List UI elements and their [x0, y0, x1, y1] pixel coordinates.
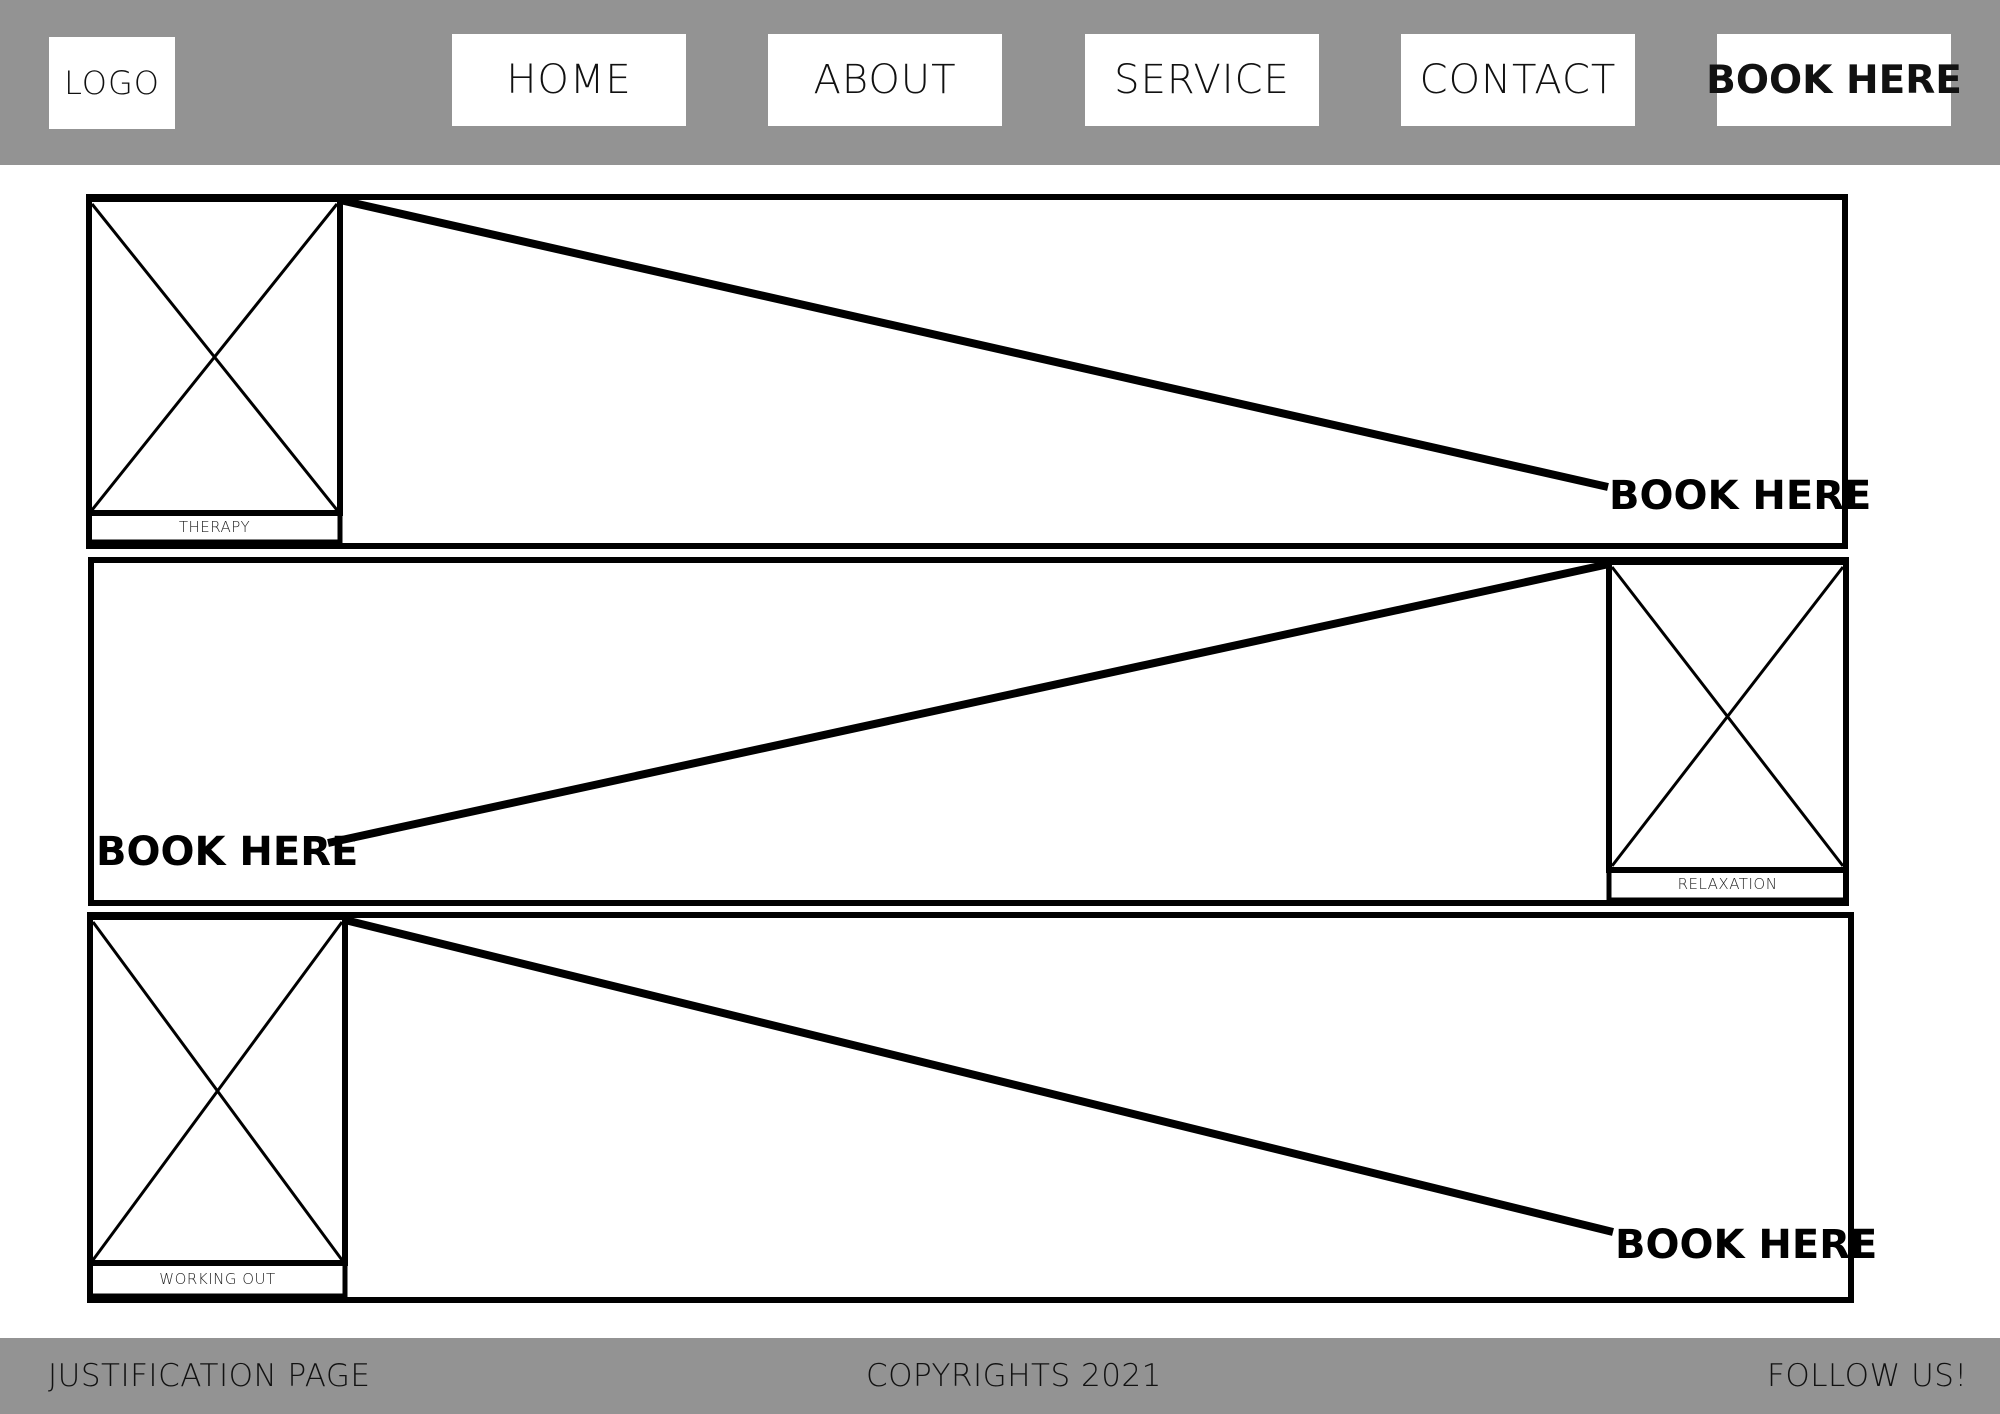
image-caption-therapy: THERAPY — [178, 518, 251, 536]
header-bar: LOGO HOME ABOUT SERVICE CONTACT BOOK HER… — [0, 0, 2000, 165]
copyright-text: COPYRIGHTS 2021 — [866, 1358, 1162, 1394]
caption-box — [86, 510, 343, 545]
image-caption-working-out: WORKING OUT — [159, 1270, 276, 1288]
nav-home-button[interactable]: HOME — [452, 34, 686, 126]
diagonal-line — [339, 196, 1609, 491]
justification-page-link[interactable]: JUSTIFICATION PAGE — [48, 1358, 371, 1394]
nav-contact-button[interactable]: CONTACT — [1401, 34, 1635, 126]
book-here-link-working-out[interactable]: BOOK HERE — [1615, 1222, 1878, 1268]
section-working-out — [87, 912, 1854, 1303]
logo[interactable]: LOGO — [49, 37, 175, 129]
section-frame — [87, 912, 1854, 1303]
section-therapy — [86, 194, 1848, 549]
image-placeholder-icon[interactable] — [1606, 559, 1849, 873]
nav-service-button[interactable]: SERVICE — [1085, 34, 1319, 126]
follow-us-link[interactable]: FOLLOW US! — [1767, 1358, 1968, 1394]
section-relaxation — [88, 557, 1849, 906]
nav-about-button[interactable]: ABOUT — [768, 34, 1002, 126]
image-placeholder-icon[interactable] — [86, 196, 343, 516]
image-placeholder-icon[interactable] — [87, 914, 348, 1266]
section-frame — [86, 194, 1848, 549]
nav-book-here-button[interactable]: BOOK HERE — [1706, 34, 1962, 126]
diagonal-line — [327, 560, 1610, 847]
caption-box — [1606, 867, 1849, 903]
image-caption-relaxation: RELAXATION — [1677, 875, 1778, 893]
book-here-link-relaxation[interactable]: BOOK HERE — [96, 829, 359, 875]
diagonal-line — [344, 916, 1614, 1236]
caption-box — [87, 1260, 348, 1299]
footer-bar — [0, 1338, 2000, 1414]
book-here-link-therapy[interactable]: BOOK HERE — [1609, 473, 1872, 519]
